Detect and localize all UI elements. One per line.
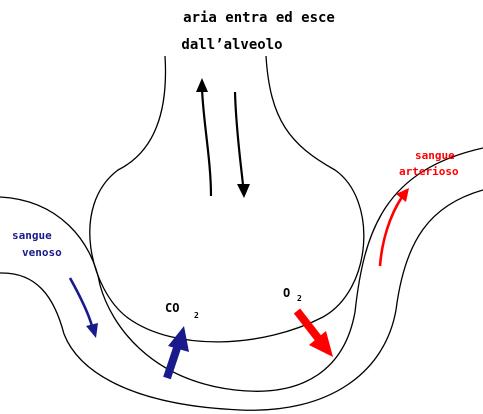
o2-label: O — [283, 286, 290, 300]
arterial-blood-label-line-2: arterioso — [399, 165, 459, 178]
alveolus-outline — [90, 56, 364, 342]
air-out-arrow — [196, 78, 211, 196]
co2-subscript: 2 — [194, 311, 199, 320]
o2-flow-arrow — [297, 311, 333, 357]
co2-flow-arrow — [167, 326, 189, 378]
air-in-arrow — [235, 92, 250, 198]
venous-blood-label-line-2: venoso — [22, 246, 62, 259]
capillary-inner-wall — [0, 190, 483, 410]
arterial-flow-arrow — [380, 188, 409, 266]
title-line-2: dall’alveolo — [181, 37, 282, 53]
title-line-1: aria entra ed esce — [183, 10, 335, 26]
arterial-blood-label-line-1: sangue — [415, 149, 455, 162]
venous-flow-arrow — [70, 278, 98, 338]
venous-blood-label-line-1: sangue — [12, 229, 52, 242]
co2-label: CO — [165, 301, 179, 315]
o2-subscript: 2 — [297, 294, 302, 303]
